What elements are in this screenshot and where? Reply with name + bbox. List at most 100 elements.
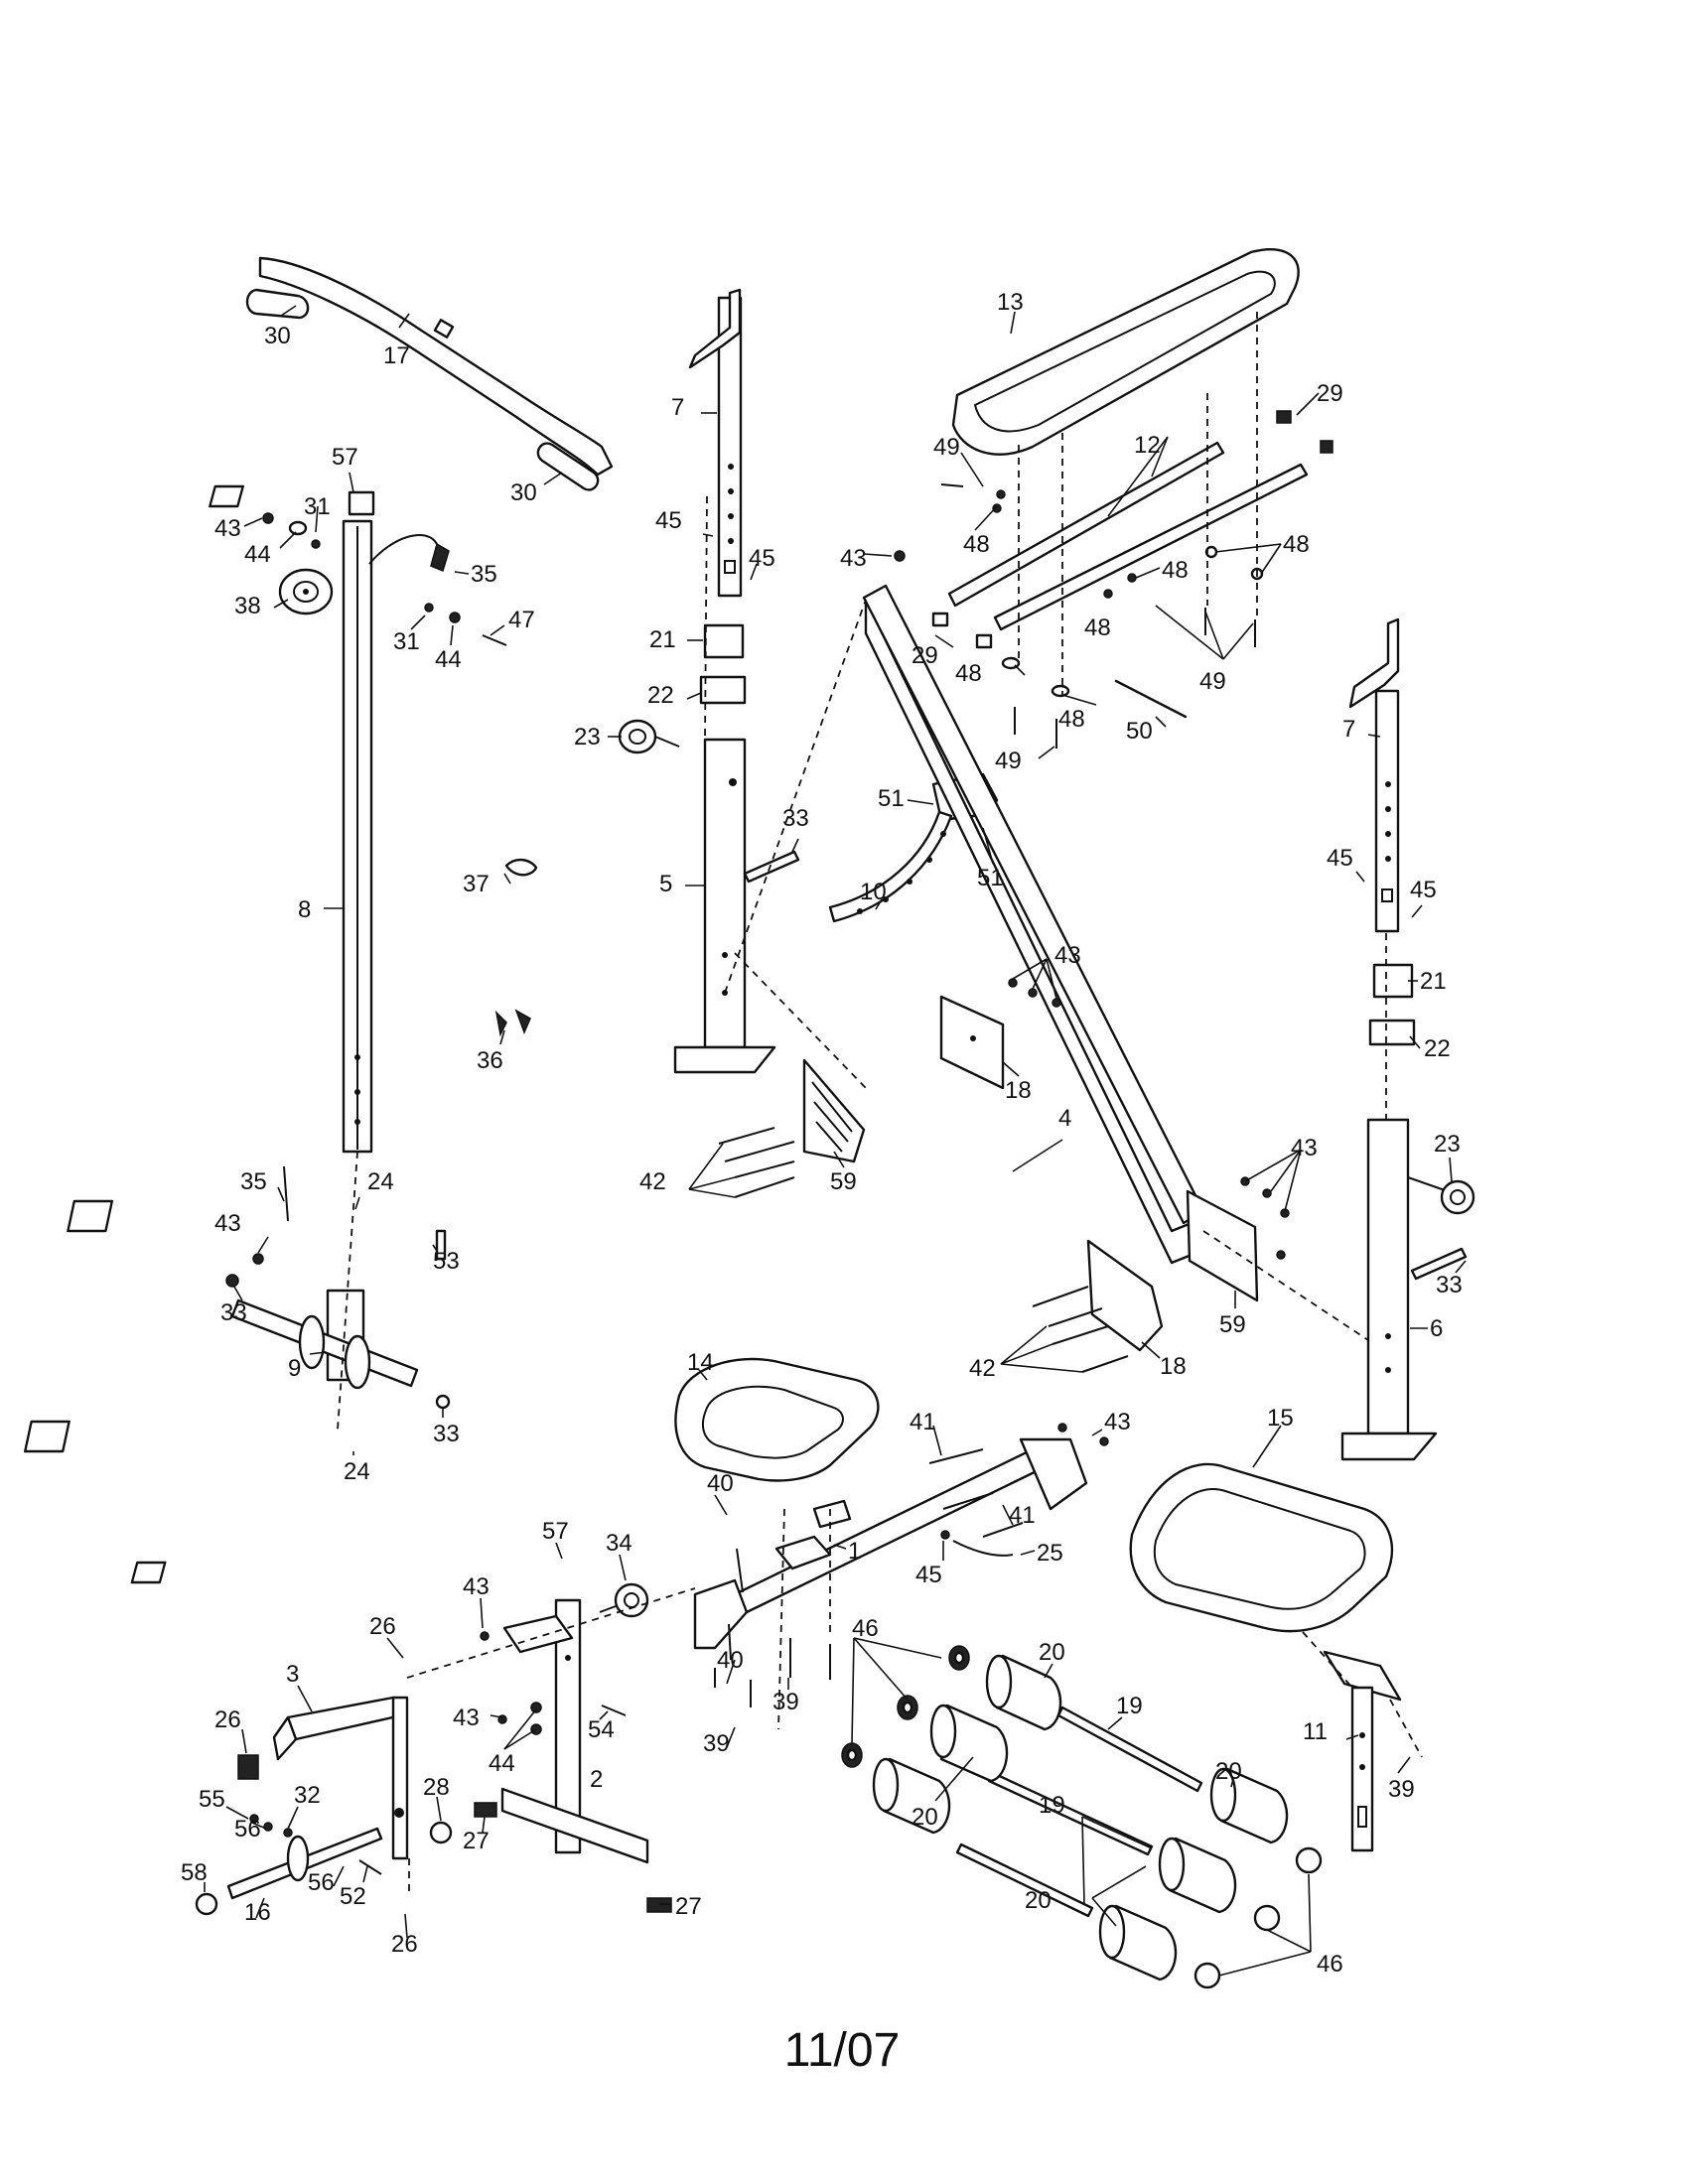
label-part-18: 18 (1005, 1077, 1032, 1104)
label-part-46: 46 (852, 1615, 879, 1642)
label-part-43: 43 (214, 1210, 241, 1237)
label-part-23: 23 (1434, 1131, 1461, 1158)
part-46-washers (841, 1645, 1323, 1989)
part-18-plate-upper (939, 995, 1005, 1090)
label-part-8: 8 (298, 896, 311, 923)
label-part-16: 16 (244, 1899, 271, 1926)
label-part-27: 27 (675, 1893, 702, 1920)
hardware-base-bolts (718, 978, 1290, 1373)
label-part-46: 46 (1317, 1951, 1343, 1978)
part-19-rod-middle (987, 1771, 1154, 1856)
label-part-48: 48 (1058, 706, 1085, 733)
label-part-45: 45 (1327, 845, 1353, 872)
part-30-grip-left (245, 288, 310, 320)
label-part-48: 48 (963, 531, 990, 558)
label-part-25: 25 (1037, 1540, 1063, 1567)
label-part-58: 58 (181, 1859, 208, 1886)
label-part-40: 40 (707, 1470, 734, 1497)
label-part-26: 26 (369, 1613, 396, 1640)
part-24-cap-lower (24, 1420, 70, 1453)
part-59-plate-lower (1186, 1189, 1259, 1302)
label-part-51: 51 (878, 785, 905, 812)
label-part-21: 21 (649, 626, 676, 653)
label-part-15: 15 (1267, 1405, 1294, 1432)
part-15-back-pad (1129, 1462, 1394, 1633)
label-part-26: 26 (214, 1706, 241, 1733)
part-7-tube-left (688, 288, 743, 598)
part-19-rod-lower (955, 1843, 1094, 1918)
label-part-18: 18 (1160, 1353, 1187, 1380)
part-11-pad-post (1323, 1650, 1402, 1852)
label-part-1: 1 (848, 1538, 861, 1565)
part-34-knob (599, 1582, 649, 1618)
label-part-24: 24 (367, 1168, 394, 1195)
label-part-22: 22 (647, 682, 674, 709)
revision-date: 11/07 (783, 2024, 901, 2077)
label-part-26: 26 (391, 1931, 418, 1958)
label-part-27: 27 (463, 1828, 490, 1854)
label-part-39: 39 (703, 1730, 730, 1757)
part-18-plate-lower (1086, 1239, 1164, 1352)
part-20-rollers (872, 1654, 1289, 1981)
label-part-24: 24 (344, 1458, 370, 1485)
label-part-44: 44 (244, 541, 271, 568)
part-24-cap-upper (67, 1199, 114, 1233)
hardware-sleeve (225, 1165, 451, 1410)
part-13-back-pad (951, 248, 1300, 456)
label-part-34: 34 (606, 1530, 632, 1557)
label-part-45: 45 (1410, 877, 1437, 903)
part-26-caps (237, 1754, 259, 1780)
part-9-sleeve-assembly (230, 1289, 419, 1390)
label-part-14: 14 (687, 1349, 714, 1376)
part-number-labels: 30 17 30 57 43 31 44 35 38 31 44 47 7 45… (181, 289, 1463, 1978)
label-part-28: 28 (423, 1774, 450, 1801)
part-57-cap-top (209, 484, 244, 508)
label-part-43: 43 (1054, 942, 1081, 969)
part-37-clip (504, 858, 538, 877)
label-part-43: 43 (1291, 1135, 1318, 1161)
label-part-33: 33 (782, 805, 809, 832)
part-16-axle (195, 1827, 383, 1916)
label-part-43: 43 (840, 545, 867, 572)
label-part-43: 43 (214, 515, 241, 542)
dashed-guides-seat-frame (777, 1508, 1423, 1758)
label-part-4: 4 (1058, 1105, 1071, 1132)
label-part-59: 59 (1219, 1311, 1246, 1338)
label-part-11: 11 (1303, 1718, 1328, 1745)
label-part-47: 47 (508, 607, 535, 633)
label-part-56: 56 (308, 1869, 335, 1896)
label-part-9: 9 (288, 1355, 301, 1382)
leader-lines (204, 305, 1467, 1977)
label-part-44: 44 (435, 646, 462, 673)
part-1-seat-frame (693, 1437, 1088, 1650)
label-part-33: 33 (433, 1421, 460, 1447)
label-part-43: 43 (463, 1573, 490, 1600)
label-part-20: 20 (1039, 1639, 1065, 1666)
label-part-17: 17 (383, 342, 410, 369)
label-part-49: 49 (995, 748, 1022, 774)
label-part-20: 20 (1215, 1758, 1242, 1785)
label-part-35: 35 (240, 1168, 267, 1195)
label-part-42: 42 (969, 1355, 996, 1382)
label-part-48: 48 (1162, 557, 1189, 584)
label-part-40: 40 (717, 1647, 744, 1674)
label-part-43: 43 (453, 1705, 480, 1731)
label-part-33: 33 (220, 1299, 247, 1326)
label-part-3: 3 (286, 1661, 299, 1688)
label-part-30: 30 (510, 479, 537, 506)
part-7-tube-right (1348, 617, 1400, 933)
label-part-44: 44 (489, 1750, 515, 1777)
label-part-42: 42 (639, 1168, 666, 1195)
label-part-32: 32 (294, 1782, 321, 1809)
part-5-upright (673, 738, 800, 1074)
label-part-41: 41 (910, 1409, 936, 1435)
dashed-guides-base (337, 495, 1387, 1431)
label-part-54: 54 (588, 1716, 615, 1743)
label-part-59: 59 (830, 1168, 857, 1195)
part-8-post (342, 490, 375, 1154)
label-part-45: 45 (749, 545, 775, 572)
label-part-5: 5 (659, 871, 672, 897)
label-part-31: 31 (393, 628, 420, 655)
